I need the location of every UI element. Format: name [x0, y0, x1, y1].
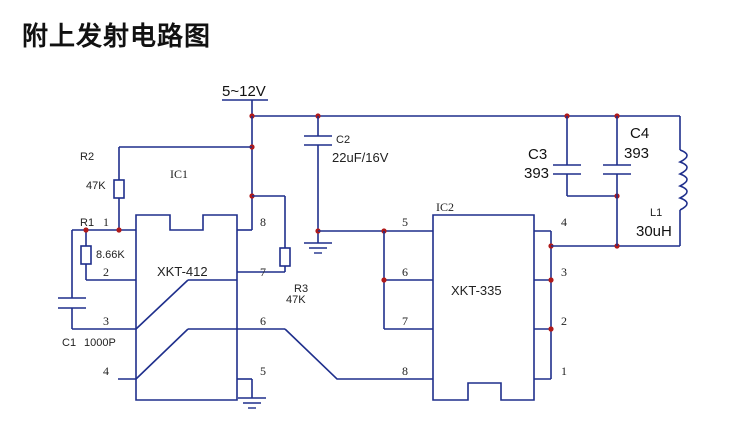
ic2-pin2-label: 2 — [561, 314, 567, 328]
c3-value: 393 — [524, 165, 549, 182]
l1-ref: L1 — [650, 207, 662, 219]
ic2-part: XKT-335 — [451, 283, 502, 298]
ic1-pin2-label: 2 — [103, 265, 109, 279]
r1-ref: R1 — [80, 217, 94, 229]
c4-value: 393 — [624, 145, 649, 162]
junction-dot — [116, 227, 122, 233]
c3-ref: C3 — [528, 146, 547, 163]
diagram-title: 附上发射电路图 — [22, 22, 212, 52]
ic2-pin1-label: 1 — [561, 364, 567, 378]
ic1-part: XKT-412 — [157, 264, 208, 279]
ic1-pin8-label: 8 — [260, 215, 266, 229]
ic2-body — [432, 214, 535, 401]
ic1-pin6-label: 6 — [260, 314, 266, 328]
r3-ref: R3 — [294, 283, 308, 295]
r3-value: 47K — [286, 294, 306, 306]
ic2-pin7-label: 7 — [402, 314, 408, 328]
supply-voltage-label: 5~12V — [222, 83, 266, 100]
c4-ref: C4 — [630, 125, 649, 142]
ic1-pin3-label: 3 — [103, 314, 109, 328]
ic2-pin8-label: 8 — [402, 364, 408, 378]
r1-value: 8.66K — [96, 249, 125, 261]
ground-symbol — [304, 242, 332, 254]
ic2-pin6-label: 6 — [402, 265, 408, 279]
r2-ref: R2 — [80, 151, 94, 163]
ic2-pin3-label: 3 — [561, 265, 567, 279]
ic2-ref: IC2 — [436, 200, 454, 214]
c1-value: 1000P — [84, 337, 116, 349]
l1-value: 30uH — [636, 223, 672, 240]
junction-dot — [381, 277, 387, 283]
inductor-l1 — [677, 149, 688, 211]
ic1-ref: IC1 — [170, 167, 188, 181]
ic1-internal-link — [135, 279, 189, 330]
ic1-pin7-label: 7 — [260, 265, 266, 279]
ic1-internal-link — [135, 328, 189, 380]
ic2-pin5-label: 5 — [402, 215, 408, 229]
junction-dot — [548, 277, 554, 283]
resistor-r3 — [279, 247, 291, 267]
resistor-r2 — [113, 179, 125, 199]
c1-ref: C1 — [62, 337, 76, 349]
junction-dot — [548, 326, 554, 332]
c2-ref: C2 — [336, 134, 350, 146]
ic1-pin1-label: 1 — [103, 215, 109, 229]
ic2-pin4-label: 4 — [561, 215, 567, 229]
ic1-to-ic2-signal-wire — [284, 328, 433, 380]
junction-dot — [83, 227, 89, 233]
resistor-r1 — [80, 245, 92, 265]
r2-value: 47K — [86, 180, 106, 192]
ic1-pin5-label: 5 — [260, 364, 266, 378]
ic1-body — [135, 214, 238, 401]
c2-value: 22uF/16V — [332, 150, 389, 165]
ground-symbol — [238, 397, 266, 409]
ic1-pin4-label: 4 — [103, 364, 109, 378]
